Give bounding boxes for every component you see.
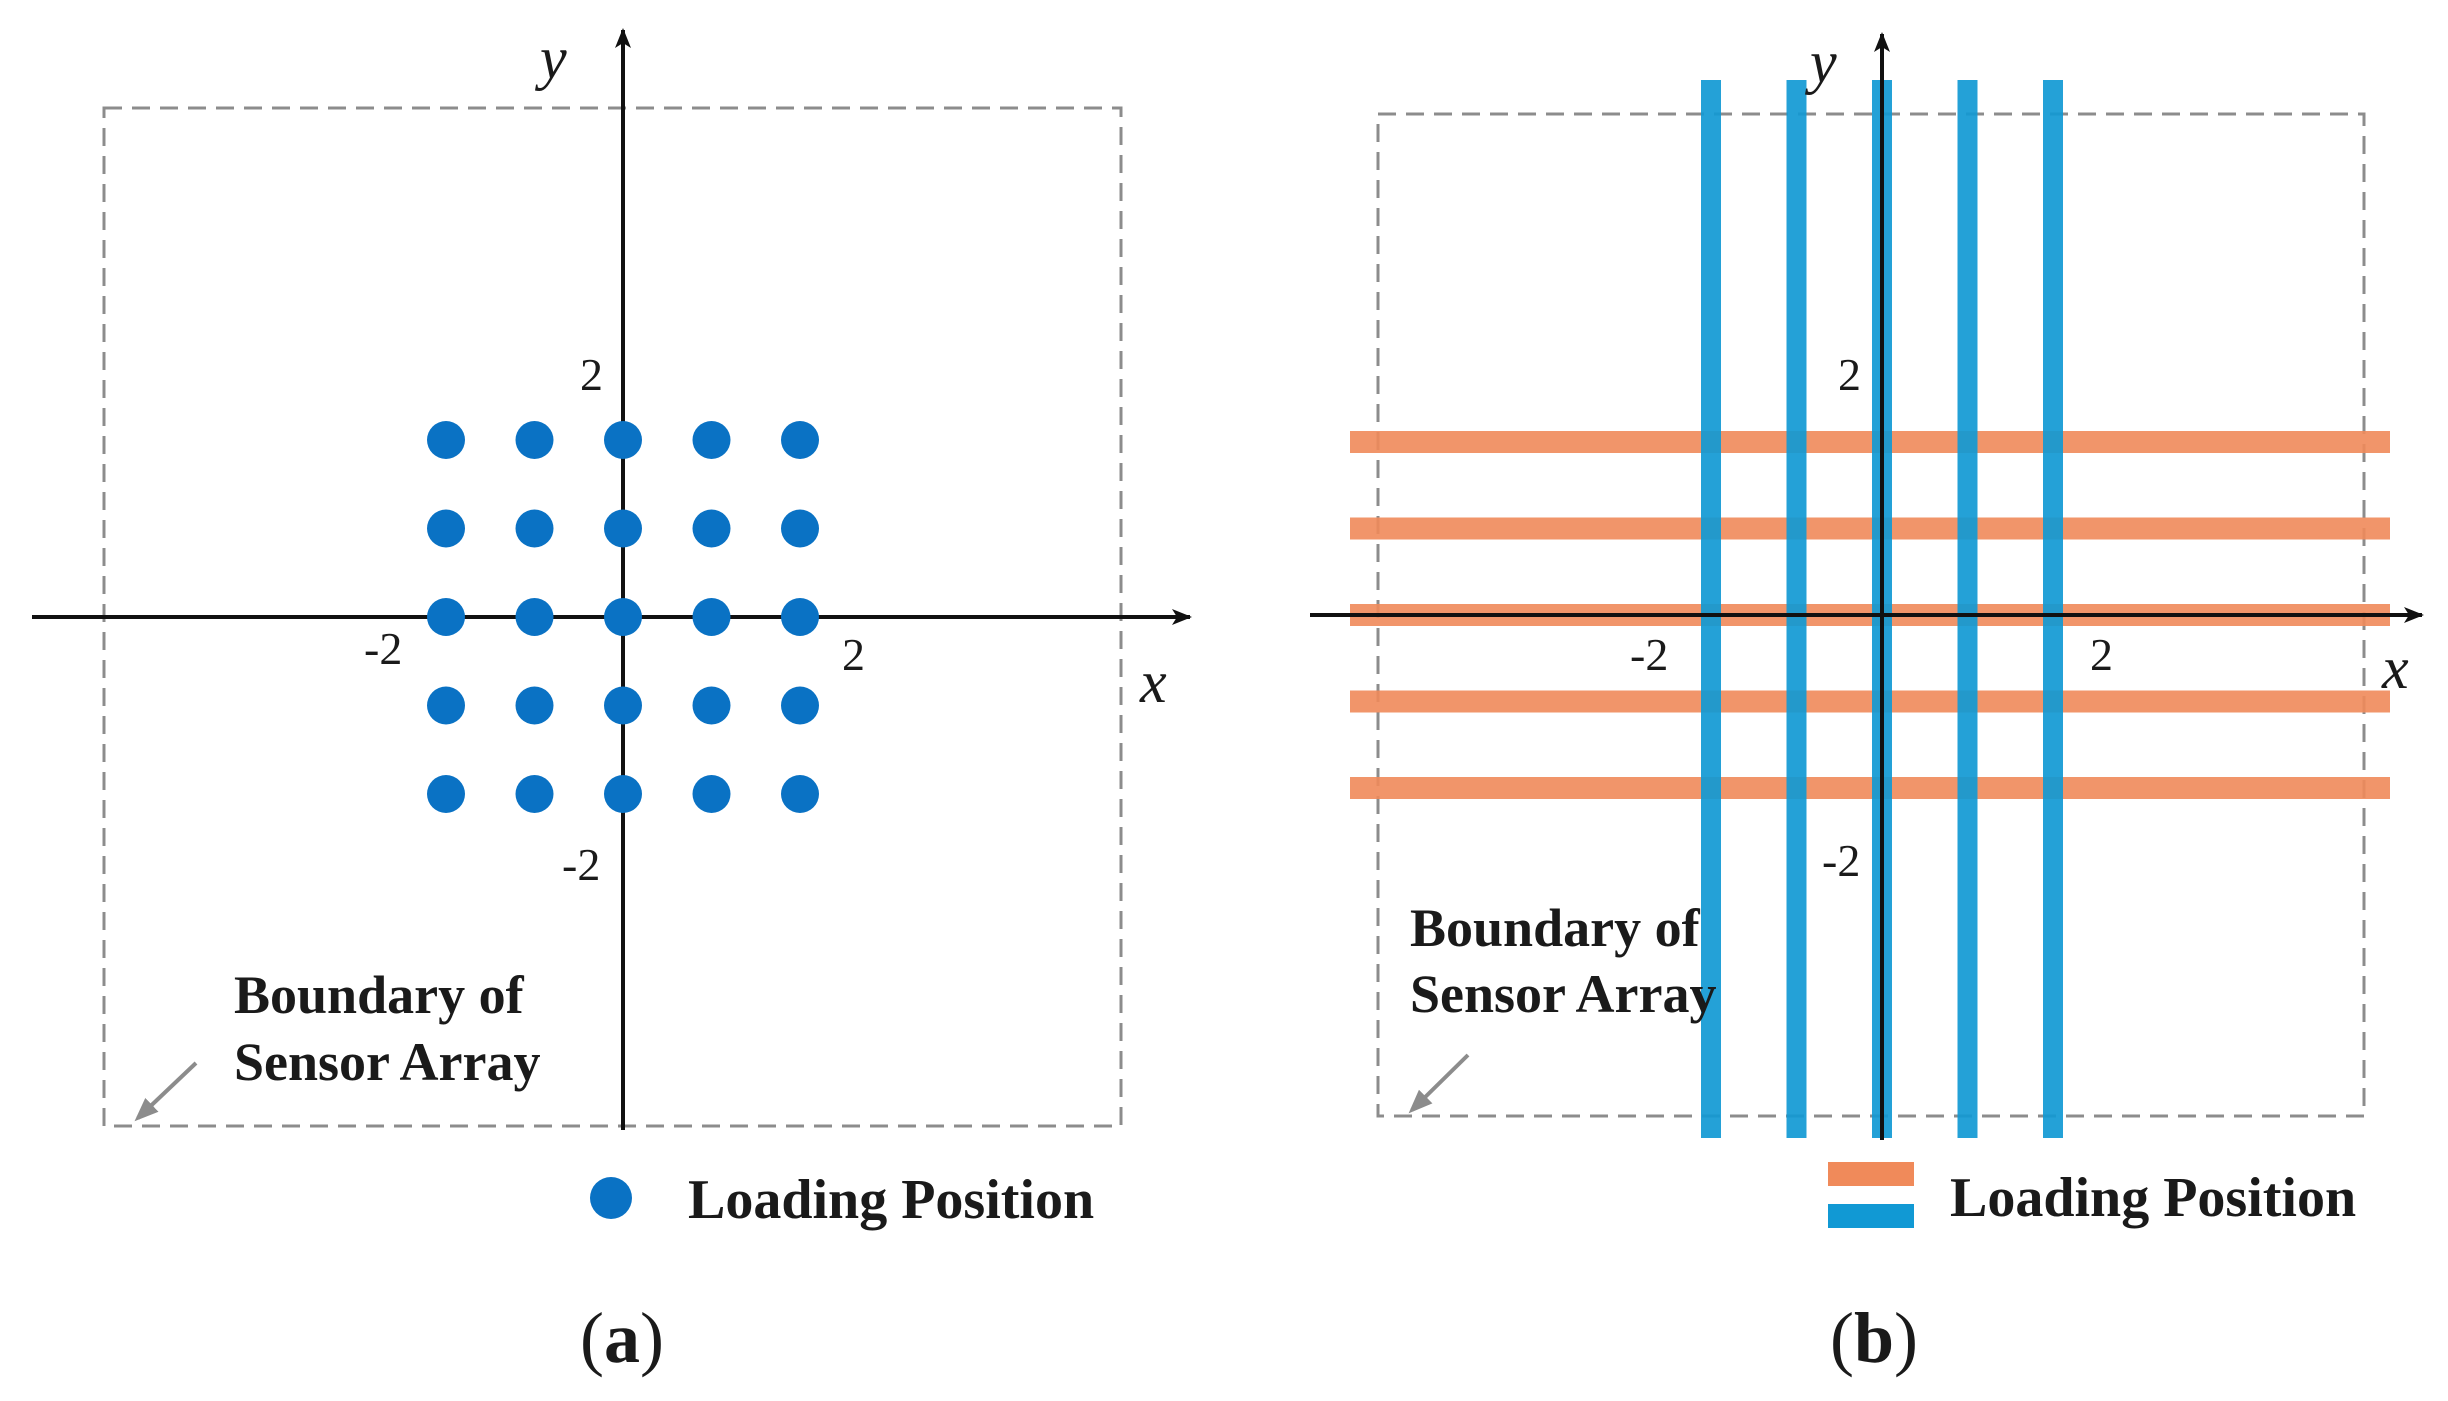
panel-b-boundary-note-line1: Boundary of xyxy=(1410,898,1701,958)
horizontal-loading-line xyxy=(1350,431,2390,453)
panel-a-legend-label: Loading Position xyxy=(688,1169,1094,1231)
loading-point xyxy=(781,509,819,548)
panel-b-legend-label: Loading Position xyxy=(1950,1167,2356,1229)
panel-b-axis-x-label: x xyxy=(2381,635,2409,701)
loading-point xyxy=(515,509,554,548)
vertical-loading-line xyxy=(1786,80,1807,1138)
vertical-loading-line xyxy=(1701,80,1721,1138)
panel-b-legend-blue-bar xyxy=(1828,1204,1914,1228)
horizontal-loading-line xyxy=(1350,517,2390,540)
horizontal-loading-line xyxy=(1350,777,2390,799)
panel-a-axis-y-label: y xyxy=(534,25,567,91)
panel-b-tick-y-pos: 2 xyxy=(1838,349,1861,400)
loading-point xyxy=(692,509,731,548)
panel-b-boundary-note-line2: Sensor Array xyxy=(1410,964,1717,1024)
panel-a-tick-y-neg: -2 xyxy=(562,839,600,890)
loading-point xyxy=(427,598,465,636)
loading-point xyxy=(692,598,731,636)
panel-a-legend-icon xyxy=(590,1177,632,1219)
panel-a-loading-points xyxy=(427,421,819,813)
loading-point xyxy=(692,775,731,813)
panel-a-tick-x-neg: -2 xyxy=(364,623,402,674)
loading-point xyxy=(427,686,465,725)
panel-b-legend-orange-bar xyxy=(1828,1162,1914,1186)
panel-b-label-close: ) xyxy=(1894,1298,1918,1378)
loading-point xyxy=(515,421,554,459)
panel-a-label-letter: a xyxy=(604,1298,640,1378)
panel-b-tick-y-neg: -2 xyxy=(1822,835,1860,886)
loading-point xyxy=(427,509,465,548)
panel-a-axis-x-label: x xyxy=(1139,649,1167,715)
vertical-loading-line xyxy=(1957,80,1978,1138)
loading-point xyxy=(604,775,642,813)
loading-point xyxy=(604,509,642,548)
panel-b-label-letter: b xyxy=(1854,1298,1894,1378)
loading-point xyxy=(515,686,554,725)
panel-b-tick-x-neg: -2 xyxy=(1630,629,1668,680)
panel-a-boundary-note-line1: Boundary of xyxy=(234,965,525,1025)
panel-a-tick-x-pos: 2 xyxy=(842,629,865,680)
loading-point xyxy=(427,421,465,459)
panel-a-label: (a) xyxy=(580,1298,664,1378)
loading-point xyxy=(604,598,642,636)
panel-b: -2 2 2 -2 x y Boundary of Sensor Array L… xyxy=(1310,29,2424,1378)
panel-a-tick-y-pos: 2 xyxy=(580,349,603,400)
loading-point xyxy=(781,686,819,725)
loading-point xyxy=(692,421,731,459)
horizontal-loading-line xyxy=(1350,690,2390,713)
panel-a-boundary-pointer-arrow xyxy=(134,1061,198,1122)
panel-b-label: (b) xyxy=(1830,1298,1918,1378)
panel-b-vertical-loading-lines xyxy=(1701,80,2063,1138)
loading-point xyxy=(604,686,642,725)
loading-point xyxy=(781,598,819,636)
panel-a: -2 2 2 -2 x y Boundary of Sensor Array L… xyxy=(32,25,1192,1378)
panel-b-axis-y-label: y xyxy=(1804,29,1837,95)
loading-point xyxy=(781,775,819,813)
panel-b-label-open: ( xyxy=(1830,1298,1854,1378)
loading-point xyxy=(515,775,554,813)
panel-a-label-close: ) xyxy=(640,1298,664,1378)
loading-point xyxy=(427,775,465,813)
loading-point xyxy=(604,421,642,459)
panel-b-boundary-pointer-arrow xyxy=(1408,1053,1470,1114)
panel-a-boundary-note-line2: Sensor Array xyxy=(234,1032,541,1092)
panel-a-label-open: ( xyxy=(580,1298,604,1378)
loading-point xyxy=(781,421,819,459)
panel-b-tick-x-pos: 2 xyxy=(2090,629,2113,680)
loading-point xyxy=(515,598,554,636)
vertical-loading-line xyxy=(2043,80,2063,1138)
panel-b-legend-icon xyxy=(1828,1162,1914,1228)
loading-point xyxy=(692,686,731,725)
